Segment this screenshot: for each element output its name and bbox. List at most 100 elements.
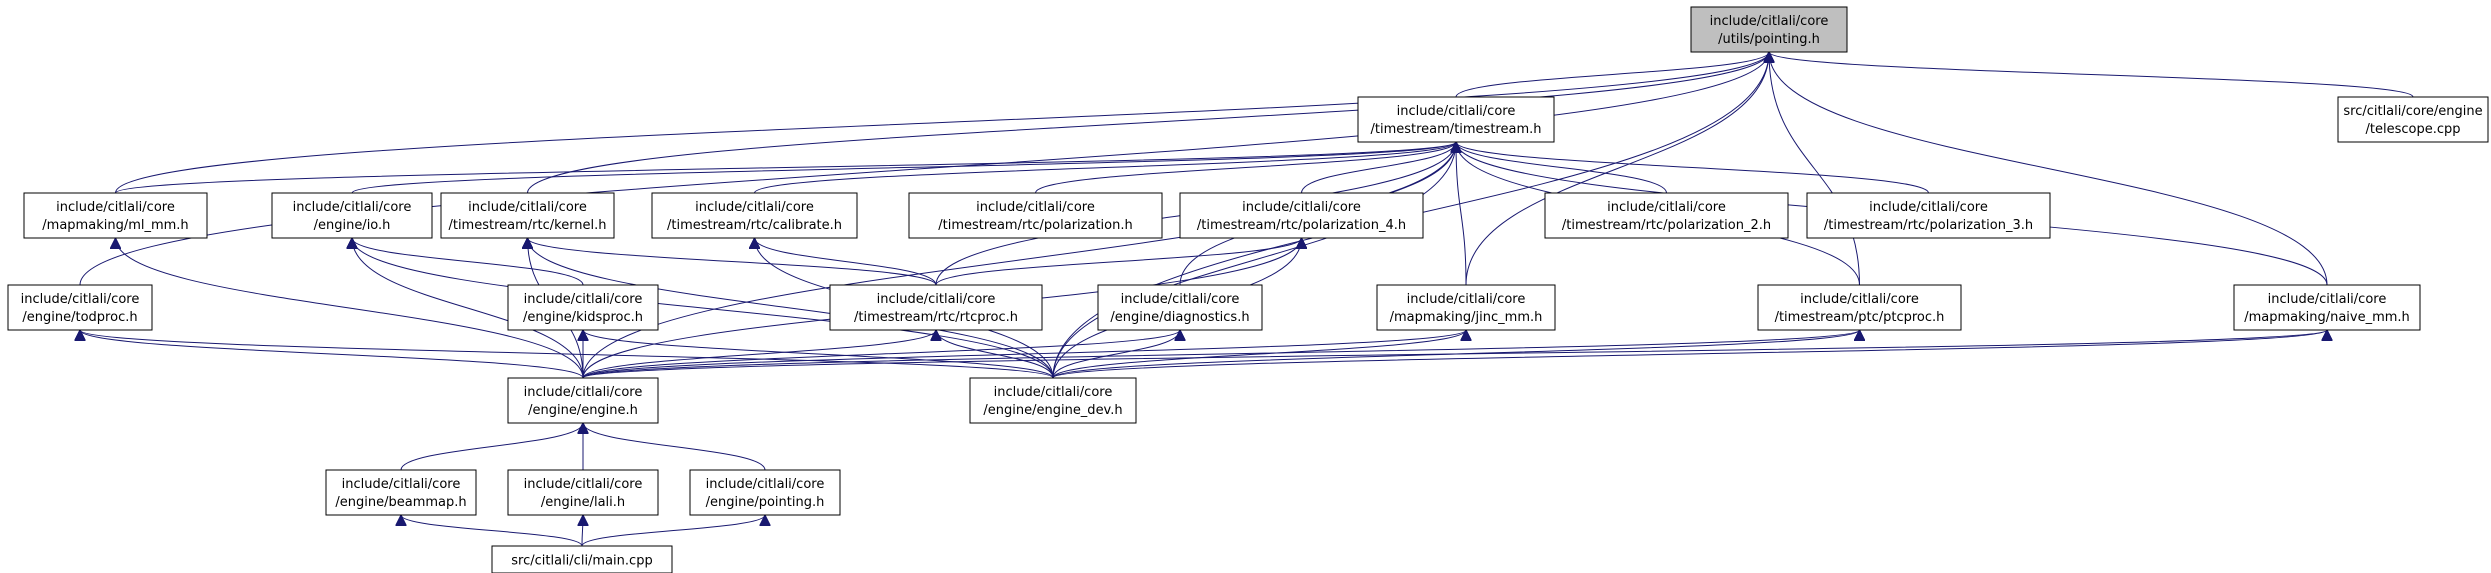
node-engine-line2: /engine/engine.h <box>528 403 638 418</box>
node-rtcproc-line2: /timestream/rtc/rtcproc.h <box>854 310 1018 325</box>
node-pointing_engine[interactable]: include/citlali/core/engine/pointing.h <box>689 469 841 516</box>
node-kidsproc[interactable]: include/citlali/core/engine/kidsproc.h <box>507 284 659 331</box>
node-ml_mm[interactable]: include/citlali/core/mapmaking/ml_mm.h <box>23 192 208 239</box>
edge-engine-to-ml_mm <box>116 238 584 379</box>
edge-ptcproc-to-pointing <box>1769 52 1860 286</box>
edge-engine_dev-to-kidsproc <box>583 329 1054 379</box>
node-polarization_3-line2: /timestream/rtc/polarization_3.h <box>1824 218 2033 233</box>
edge-main-to-lali <box>582 515 583 547</box>
node-kernel-line1: include/citlali/core <box>468 200 587 215</box>
node-main[interactable]: src/citlali/cli/main.cpp <box>491 545 673 573</box>
node-polarization_3-line1: include/citlali/core <box>1869 200 1988 215</box>
node-main-box <box>491 545 673 573</box>
node-polarization_2[interactable]: include/citlali/core/timestream/rtc/pola… <box>1544 192 1789 239</box>
edge-naive_mm-to-pointing <box>1769 52 2328 286</box>
edge-jinc_mm-to-timestream <box>1456 142 1467 286</box>
node-polarization-line1: include/citlali/core <box>976 200 1095 215</box>
node-engine[interactable]: include/citlali/core/engine/engine.h <box>507 377 659 424</box>
edge-engine_dev-to-rtcproc <box>936 329 1054 379</box>
edge-engine_dev-to-diagnostics <box>1052 329 1180 379</box>
node-todproc-line1: include/citlali/core <box>21 292 140 307</box>
node-beammap-box <box>325 469 477 516</box>
node-lali[interactable]: include/citlali/core/engine/lali.h <box>507 469 659 516</box>
node-naive_mm[interactable]: include/citlali/core/mapmaking/naive_mm.… <box>2233 284 2421 331</box>
node-lali-box <box>507 469 659 516</box>
node-polarization[interactable]: include/citlali/core/timestream/rtc/pola… <box>908 192 1163 239</box>
node-telescope-line1: src/citlali/core/engine <box>2343 104 2482 119</box>
edge-engine_dev-to-timestream <box>1052 142 1456 379</box>
node-pointing-line1: include/citlali/core <box>1710 14 1829 29</box>
node-naive_mm-box <box>2233 284 2421 331</box>
edge-polarization_4-to-timestream <box>1301 141 1457 194</box>
node-naive_mm-line2: /mapmaking/naive_mm.h <box>2244 310 2410 325</box>
node-diagnostics[interactable]: include/citlali/core/engine/diagnostics.… <box>1097 284 1263 331</box>
edge-kernel-to-pointing <box>527 52 1770 194</box>
edge-jinc_mm-to-pointing <box>1465 52 1769 286</box>
node-rtcproc-line1: include/citlali/core <box>877 292 996 307</box>
node-beammap-line1: include/citlali/core <box>342 477 461 492</box>
edge-rtcproc-to-kernel <box>528 237 937 286</box>
node-beammap-line2: /engine/beammap.h <box>335 495 466 510</box>
node-jinc_mm-line2: /mapmaking/jinc_mm.h <box>1390 310 1543 325</box>
node-engine_dev[interactable]: include/citlali/core/engine/engine_dev.h <box>969 377 1137 424</box>
node-pointing-line2: /utils/pointing.h <box>1718 32 1820 47</box>
node-jinc_mm[interactable]: include/citlali/core/mapmaking/jinc_mm.h <box>1376 284 1556 331</box>
node-polarization_2-line2: /timestream/rtc/polarization_2.h <box>1562 218 1771 233</box>
node-diagnostics-box <box>1097 284 1263 331</box>
node-telescope-line2: /telescope.cpp <box>2366 122 2461 137</box>
node-pointing_engine-line2: /engine/pointing.h <box>706 495 825 510</box>
node-kidsproc-line2: /engine/kidsproc.h <box>523 310 643 325</box>
node-beammap[interactable]: include/citlali/core/engine/beammap.h <box>325 469 477 516</box>
edge-pointing_engine-to-engine <box>583 422 766 471</box>
edge-engine_dev-to-jinc_mm <box>1052 329 1466 379</box>
node-polarization_3[interactable]: include/citlali/core/timestream/rtc/pola… <box>1806 192 2051 239</box>
node-kernel-line2: /timestream/rtc/kernel.h <box>448 218 606 233</box>
node-polarization_4[interactable]: include/citlali/core/timestream/rtc/pola… <box>1179 192 1424 239</box>
node-telescope-box <box>2337 96 2489 143</box>
edge-engine-to-jinc_mm <box>582 329 1466 379</box>
nodes-layer: include/citlali/core/utils/pointing.hinc… <box>7 6 2489 573</box>
node-timestream-line1: include/citlali/core <box>1397 104 1516 119</box>
node-polarization_2-box <box>1544 192 1789 239</box>
edge-engine-to-naive_mm <box>582 329 2327 379</box>
node-todproc-line2: /engine/todproc.h <box>22 310 137 325</box>
node-calibrate-line1: include/citlali/core <box>695 200 814 215</box>
node-diagnostics-line2: /engine/diagnostics.h <box>1110 310 1249 325</box>
node-pointing-box <box>1690 6 1848 53</box>
node-timestream[interactable]: include/citlali/core/timestream/timestre… <box>1357 96 1555 143</box>
node-ptcproc[interactable]: include/citlali/core/timestream/ptc/ptcp… <box>1757 284 1962 331</box>
node-pointing_engine-line1: include/citlali/core <box>706 477 825 492</box>
node-calibrate-box <box>651 192 858 239</box>
edge-beammap-to-engine <box>400 422 583 471</box>
node-calibrate-line2: /timestream/rtc/calibrate.h <box>667 218 842 233</box>
node-polarization_4-box <box>1179 192 1424 239</box>
node-telescope[interactable]: src/citlali/core/engine/telescope.cpp <box>2337 96 2489 143</box>
node-calibrate[interactable]: include/citlali/core/timestream/rtc/cali… <box>651 192 858 239</box>
node-pointing[interactable]: include/citlali/core/utils/pointing.h <box>1690 6 1848 53</box>
node-ml_mm-line2: /mapmaking/ml_mm.h <box>42 218 188 233</box>
node-engine-line1: include/citlali/core <box>524 385 643 400</box>
edge-engine-to-todproc <box>80 329 584 379</box>
edge-io-to-timestream <box>351 141 1456 194</box>
node-kernel-box <box>440 192 615 239</box>
edge-polarization-to-timestream <box>1035 141 1457 194</box>
node-diagnostics-line1: include/citlali/core <box>1121 292 1240 307</box>
node-todproc[interactable]: include/citlali/core/engine/todproc.h <box>7 284 153 331</box>
node-jinc_mm-box <box>1376 284 1556 331</box>
node-io[interactable]: include/citlali/core/engine/io.h <box>271 192 433 239</box>
node-rtcproc-box <box>829 284 1043 331</box>
node-lali-line2: /engine/lali.h <box>541 495 625 510</box>
node-engine_dev-box <box>969 377 1137 424</box>
node-kernel[interactable]: include/citlali/core/timestream/rtc/kern… <box>440 192 615 239</box>
edge-engine-to-rtcproc <box>582 329 936 379</box>
node-jinc_mm-line1: include/citlali/core <box>1407 292 1526 307</box>
edge-engine-to-io <box>352 238 584 379</box>
node-lali-line1: include/citlali/core <box>524 477 643 492</box>
node-rtcproc[interactable]: include/citlali/core/timestream/rtc/rtcp… <box>829 284 1043 331</box>
edge-polarization_2-to-timestream <box>1456 141 1667 194</box>
edge-engine_dev-to-todproc <box>80 329 1054 379</box>
edge-engine_dev-to-kernel <box>528 238 1054 379</box>
node-main-line1: src/citlali/cli/main.cpp <box>511 554 652 569</box>
edge-telescope-to-pointing <box>1769 51 2414 98</box>
